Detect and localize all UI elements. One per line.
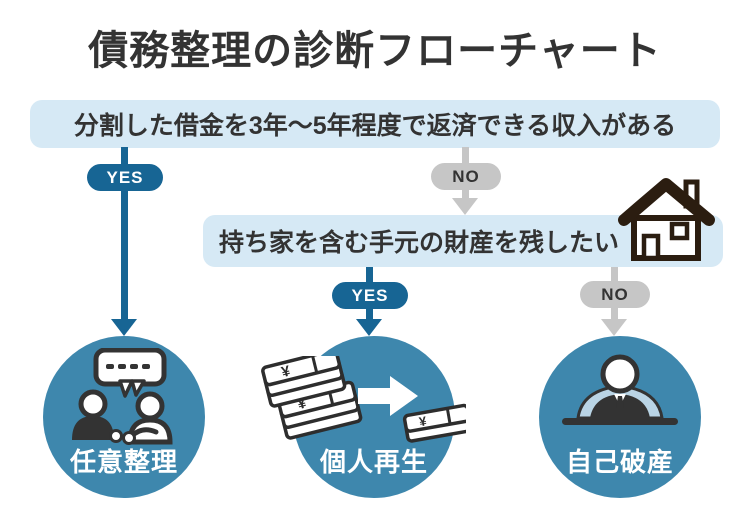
question-1-text: 分割した借金を3年～5年程度で返済できる収入がある (73, 112, 677, 140)
bowing-person-icon (562, 354, 678, 425)
no-label-2: NO (601, 284, 629, 304)
no-badge-2: NO (580, 281, 650, 308)
question-2-text: 持ち家を含む手元の財産を残したい (219, 229, 620, 257)
no-label-1: NO (452, 166, 480, 186)
no-badge-1: NO (431, 163, 501, 190)
yes-arrowhead-1 (111, 319, 137, 336)
house-icon (618, 178, 715, 261)
yes-badge-2: YES (332, 282, 408, 309)
no-arrowhead-1 (452, 198, 478, 215)
outcome-label: 個人再生 (319, 447, 428, 477)
outcome-label: 任意整理 (69, 447, 178, 477)
reduction-arrow (358, 376, 418, 416)
svg-text:¥: ¥ (418, 413, 428, 429)
yes-label-2: YES (351, 285, 389, 305)
money-reduction-icon: ¥ ¥ ¥ (261, 356, 466, 443)
yes-arrowhead-2 (356, 319, 382, 336)
question-box-1: 分割した借金を3年～5年程度で返済できる収入がある (30, 100, 720, 148)
no-arrowhead-2 (601, 319, 627, 336)
yes-arrow-line-1 (121, 147, 128, 321)
page-title: 債務整理の診断フローチャート (88, 29, 662, 73)
consultation-icon (72, 348, 173, 445)
yes-badge-1: YES (87, 164, 163, 191)
yes-label-1: YES (106, 167, 144, 187)
outcome-label: 自己破産 (565, 447, 674, 477)
